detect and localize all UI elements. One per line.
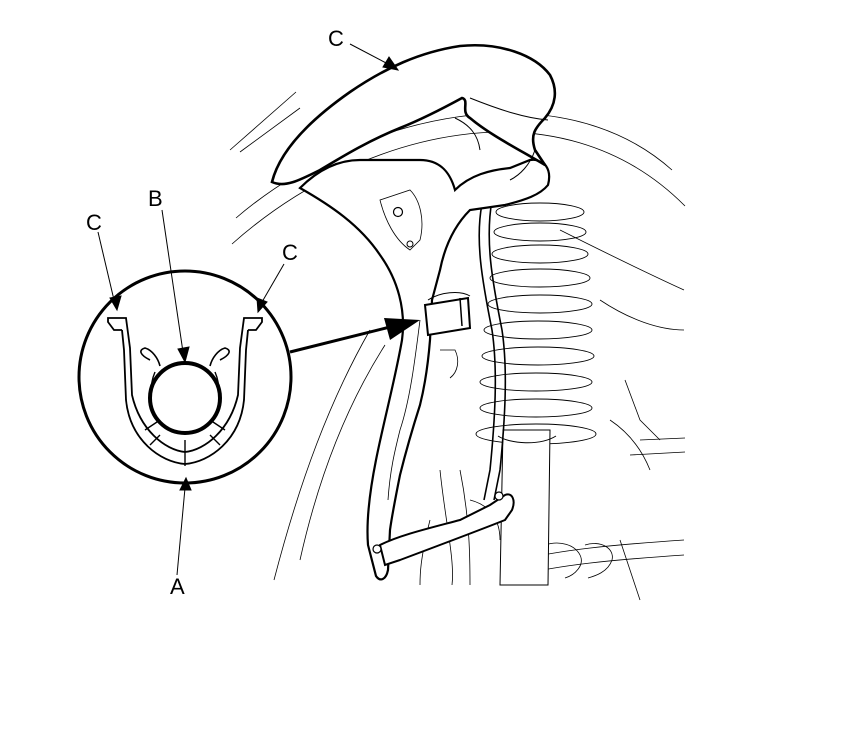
inner-splash-shield: [298, 158, 551, 581]
chassis-background: [419, 229, 686, 601]
label-c-fender: C: [328, 26, 344, 51]
hose-clip: [423, 292, 472, 337]
label-c-left-tab: C: [86, 210, 102, 235]
label-a-clip: A: [170, 574, 185, 599]
callout-leaders: [97, 43, 400, 576]
coil-spring: [475, 202, 597, 445]
brake-hose: [478, 199, 507, 501]
detail-pointer-arrow: [289, 318, 420, 354]
shock-absorber: [497, 429, 557, 586]
label-b-hose: B: [148, 186, 163, 211]
label-c-right-tab: C: [282, 240, 298, 265]
